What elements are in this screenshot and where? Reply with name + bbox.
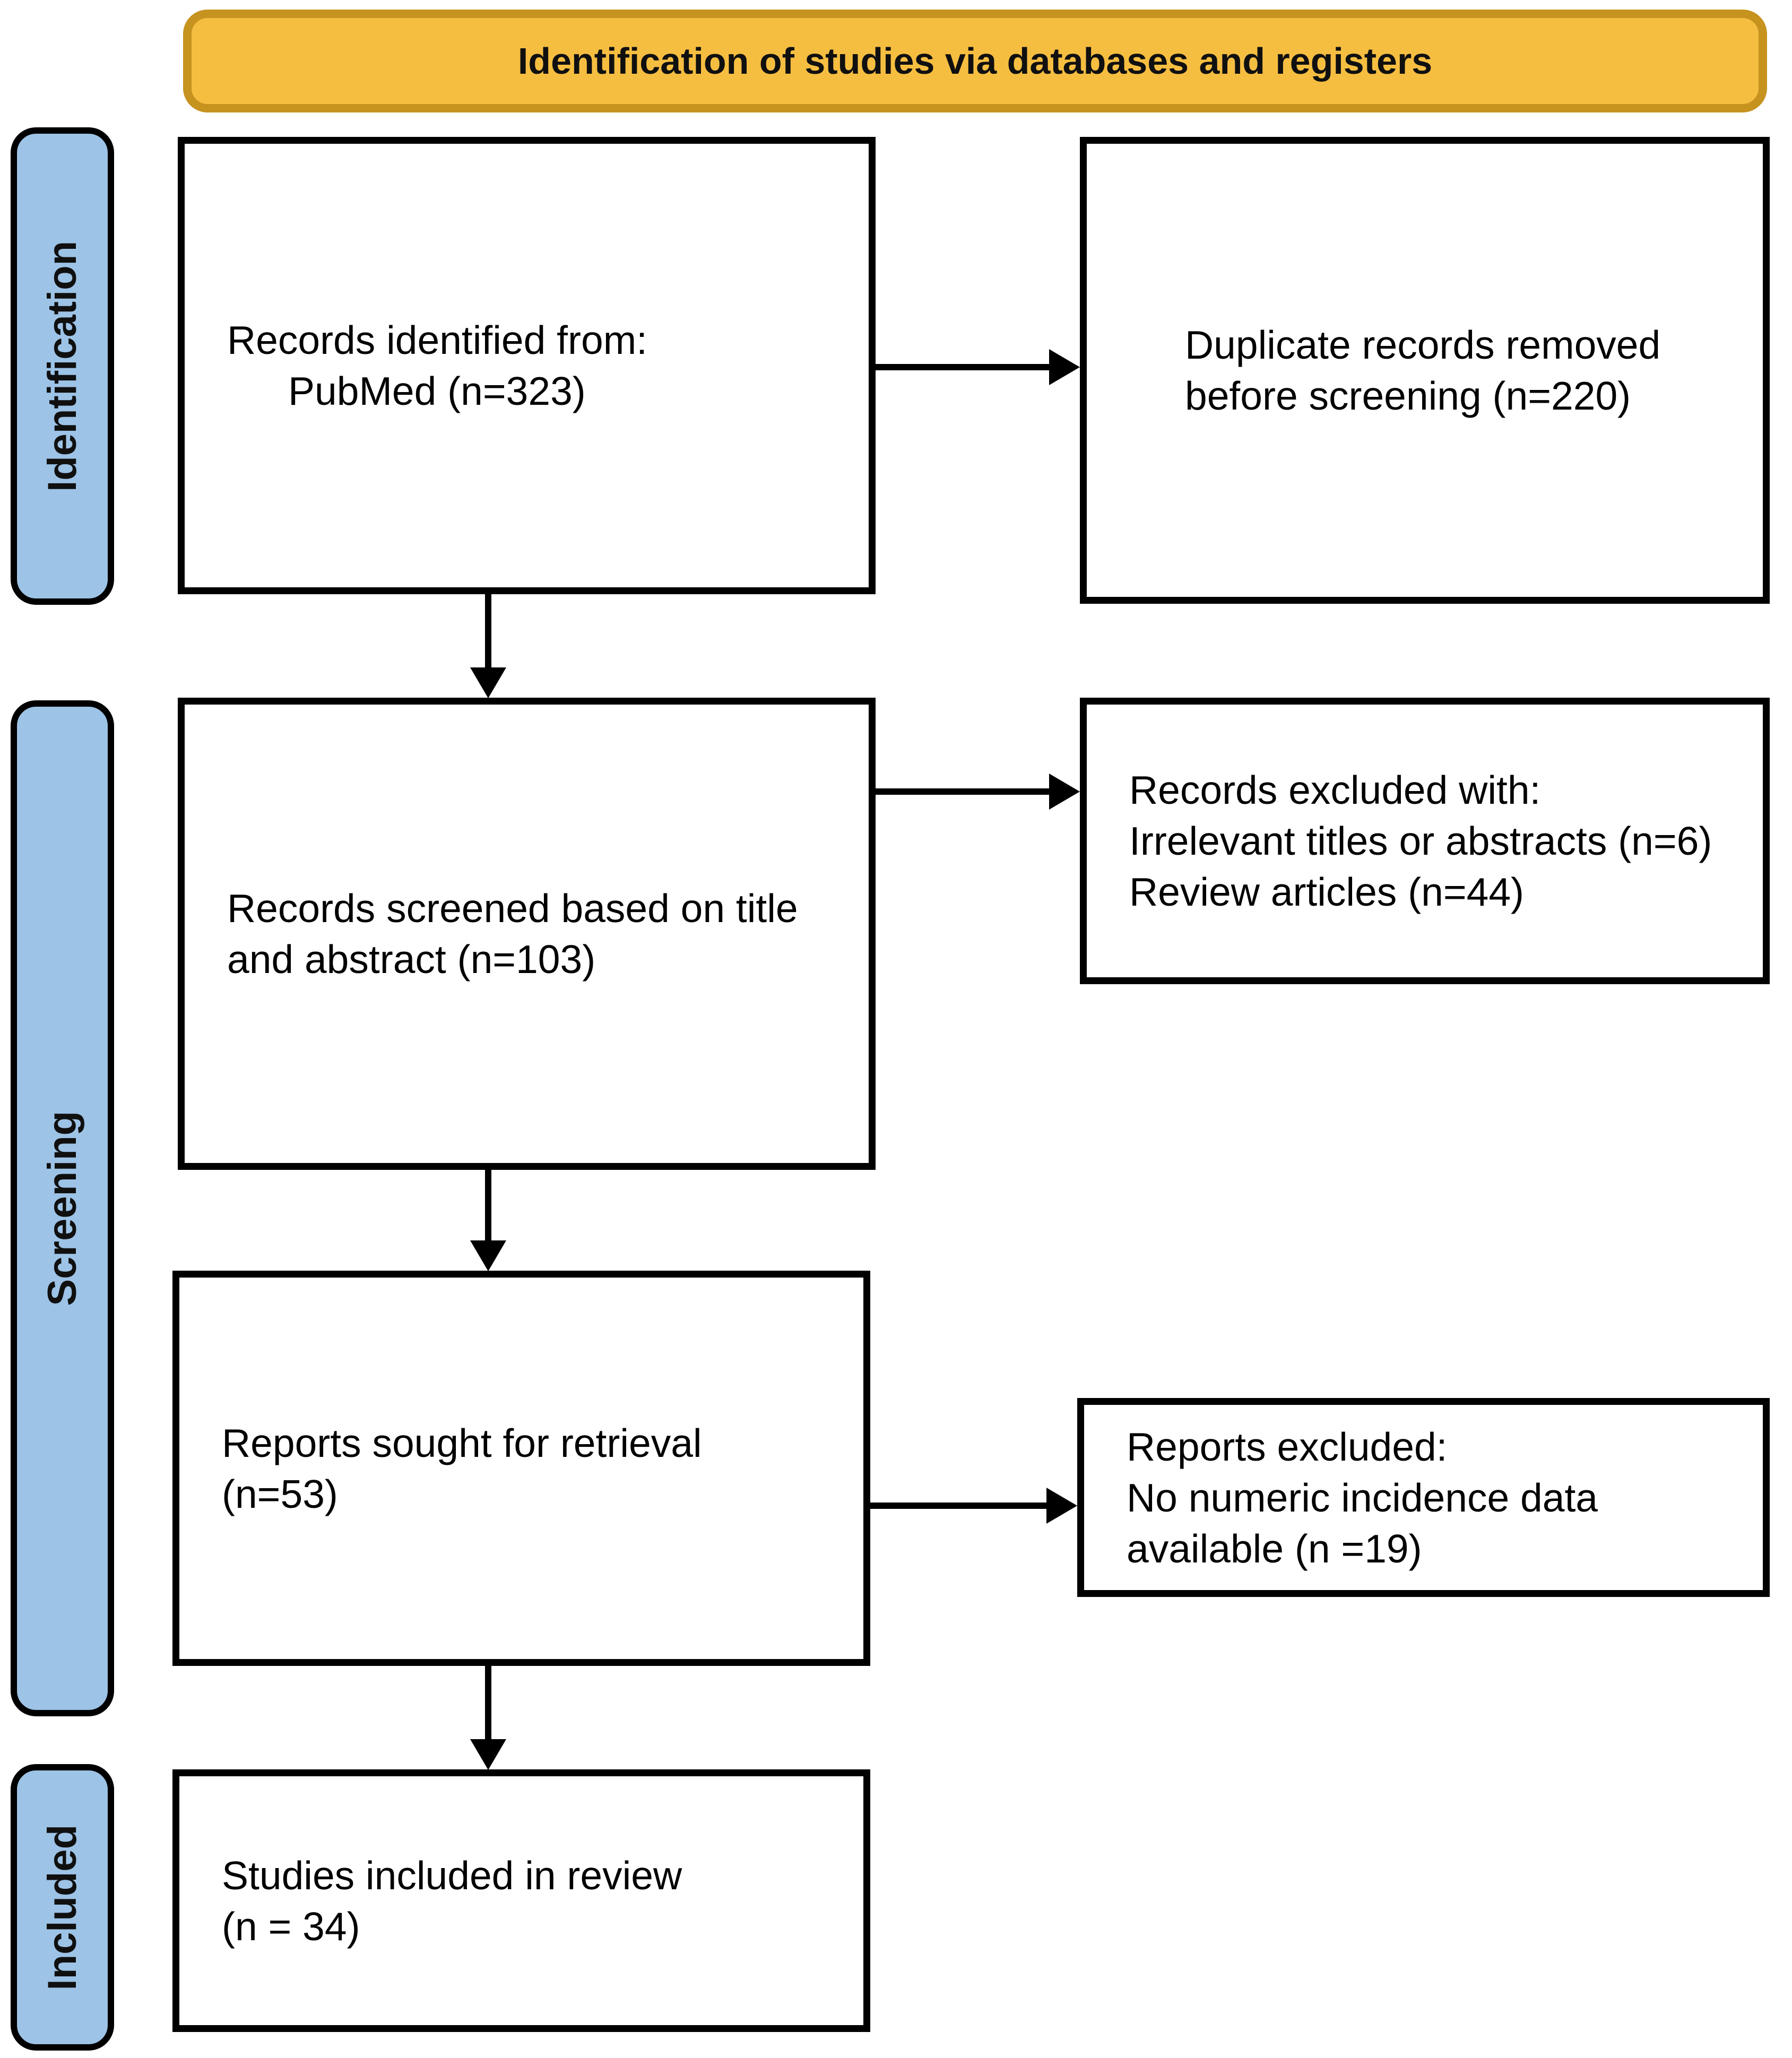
box-records-excluded-line2: Irrelevant titles or abstracts (n=6) — [1129, 819, 1712, 863]
stage-band-included: Included — [11, 1764, 114, 2051]
stage-label-included: Included — [40, 1824, 85, 1991]
box-duplicates-removed-line2: before screening (n=220) — [1185, 374, 1631, 418]
stage-band-screening: Screening — [11, 700, 114, 1716]
box-records-excluded-line3: Review articles (n=44) — [1129, 870, 1525, 914]
box-studies-included-line1: Studies included in review — [222, 1853, 682, 1898]
arrow-screened-to-excluded — [875, 774, 1080, 810]
box-duplicates-removed: Duplicate records removed before screeni… — [1080, 137, 1770, 604]
arrow-screened-to-sought — [470, 1170, 506, 1271]
arrow-shaft — [869, 1503, 1051, 1509]
stage-label-screening: Screening — [40, 1110, 85, 1306]
box-reports-sought: Reports sought for retrieval (n=53) — [172, 1271, 870, 1666]
box-reports-excluded: Reports excluded: No numeric incidence d… — [1077, 1398, 1770, 1597]
arrow-shaft — [485, 1170, 491, 1245]
box-studies-included-line2: (n = 34) — [222, 1904, 360, 1949]
box-reports-sought-line2: (n=53) — [222, 1471, 338, 1516]
box-reports-sought-line1: Reports sought for retrieval — [222, 1420, 702, 1465]
arrow-shaft — [875, 788, 1053, 795]
box-records-identified: Records identified from: PubMed (n=323) — [178, 137, 876, 594]
arrowhead-right-icon — [1049, 774, 1080, 810]
box-records-identified-line1: Records identified from: — [227, 318, 648, 362]
box-records-screened-line2: and abstract (n=103) — [227, 937, 596, 982]
box-records-excluded-line1: Records excluded with: — [1129, 768, 1541, 812]
arrow-sought-to-included — [470, 1666, 506, 1770]
box-reports-excluded-line1: Reports excluded: — [1127, 1424, 1448, 1469]
arrow-shaft — [873, 364, 1053, 370]
arrow-shaft — [485, 1666, 491, 1743]
box-records-excluded: Records excluded with: Irrelevant titles… — [1080, 698, 1770, 984]
header-banner: Identification of studies via databases … — [183, 10, 1767, 112]
arrow-sought-to-excluded — [869, 1488, 1077, 1524]
arrowhead-down-icon — [470, 1739, 506, 1770]
box-records-identified-line2: PubMed (n=323) — [288, 369, 586, 413]
box-reports-excluded-line3: available (n =19) — [1127, 1526, 1422, 1571]
arrowhead-right-icon — [1046, 1488, 1077, 1524]
arrowhead-down-icon — [470, 1240, 506, 1271]
box-reports-excluded-line2: No numeric incidence data — [1127, 1475, 1598, 1520]
arrow-identified-to-duplicates — [873, 349, 1080, 385]
box-records-screened: Records screened based on title and abst… — [178, 698, 876, 1170]
stage-label-identification: Identification — [40, 240, 85, 492]
arrow-shaft — [485, 594, 491, 672]
box-records-screened-line1: Records screened based on title — [227, 886, 798, 931]
header-title: Identification of studies via databases … — [517, 40, 1433, 82]
box-studies-included: Studies included in review (n = 34) — [172, 1769, 870, 2032]
arrowhead-right-icon — [1049, 349, 1080, 385]
stage-band-identification: Identification — [11, 127, 114, 605]
arrow-identified-to-screened — [470, 594, 506, 698]
arrowhead-down-icon — [470, 667, 506, 698]
box-duplicates-removed-line1: Duplicate records removed — [1185, 323, 1661, 367]
